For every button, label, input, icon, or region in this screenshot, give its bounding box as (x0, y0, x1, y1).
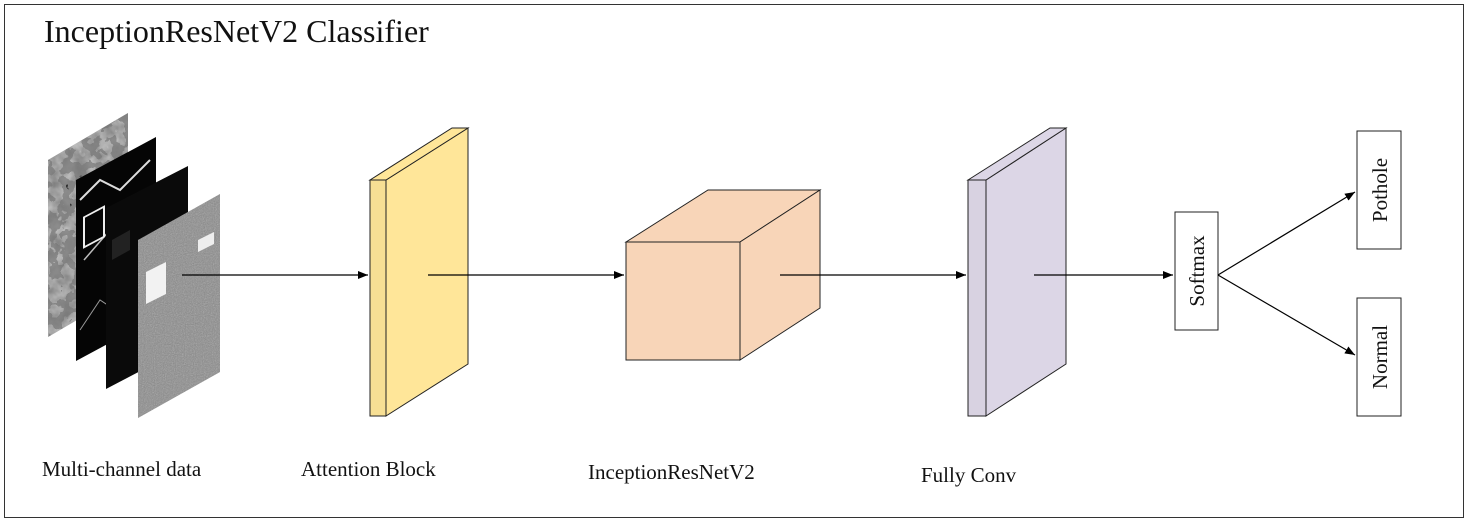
fully-conv-slab (966, 127, 1068, 417)
inceptionresnetv2-cube (624, 189, 822, 361)
arrow-softmax-to-pothole (1217, 191, 1356, 276)
attention-block-slab (368, 127, 470, 417)
softmax-label: Softmax (1185, 235, 1209, 307)
output-label-pothole: Pothole (1368, 158, 1392, 222)
backbone-label: InceptionResNetV2 (588, 460, 755, 484)
output-box-normal: Normal (1356, 297, 1402, 417)
input-label: Multi-channel data (42, 457, 202, 481)
output-box-pothole: Pothole (1356, 130, 1402, 250)
diagram-title: InceptionResNetV2 Classifier (44, 13, 429, 49)
fc-label: Fully Conv (921, 463, 1017, 487)
arrow-softmax-to-normal (1217, 274, 1356, 356)
input-image-stack (48, 113, 220, 418)
softmax-box: Softmax (1174, 211, 1219, 331)
attention-label: Attention Block (301, 457, 436, 481)
output-label-normal: Normal (1368, 325, 1392, 389)
